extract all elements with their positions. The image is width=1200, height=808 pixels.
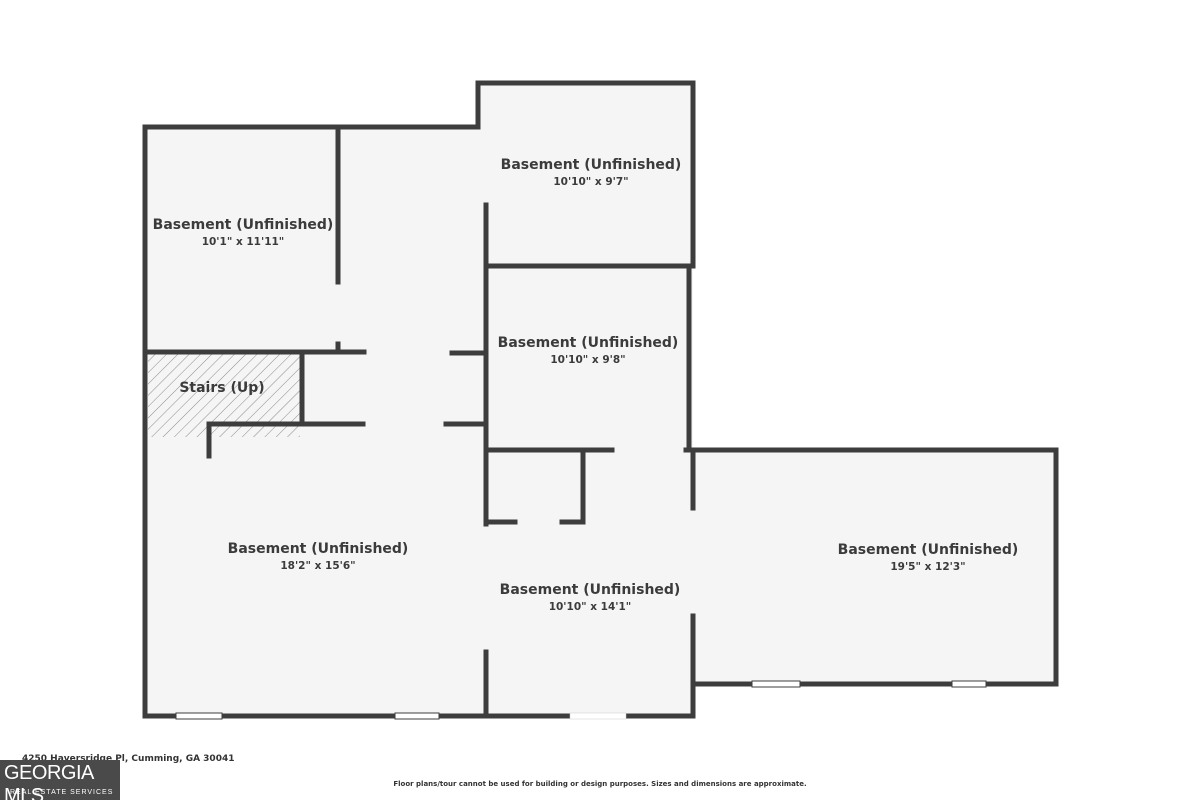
georgia-mls-logo: GEORGIA MLS REAL ESTATE SERVICES — [0, 760, 120, 807]
window — [751, 680, 801, 688]
door-opening — [569, 712, 627, 720]
windows — [175, 680, 987, 720]
room-name: Basement (Unfinished) — [500, 582, 681, 598]
room-dimensions: 10'1" x 11'11" — [202, 236, 285, 248]
room-name: Basement (Unfinished) — [228, 541, 409, 557]
window — [394, 712, 440, 720]
room-dimensions: 10'10" x 9'8" — [550, 354, 625, 366]
room-dimensions: 10'10" x 14'1" — [549, 601, 632, 613]
property-address: 4250 Haversridge Pl, Cumming, GA 30041 — [22, 754, 235, 764]
room-dimensions: 19'5" x 12'3" — [890, 561, 965, 573]
room-labels: Basement (Unfinished) 10'1" x 11'11" Bas… — [153, 157, 1019, 613]
room-name: Basement (Unfinished) — [501, 157, 682, 173]
stairs-label: Stairs (Up) — [179, 380, 264, 396]
room-dimensions: 10'10" x 9'7" — [553, 176, 628, 188]
room-dimensions: 18'2" x 15'6" — [280, 560, 355, 572]
logo-sub-text: REAL ESTATE SERVICES — [10, 789, 114, 796]
room-name: Basement (Unfinished) — [498, 335, 679, 351]
window — [951, 680, 987, 688]
room-name: Basement (Unfinished) — [838, 542, 1019, 558]
floor-area — [145, 83, 1056, 716]
walls — [142, 80, 1059, 719]
logo-main-text: GEORGIA MLS — [4, 762, 93, 807]
disclaimer-text: Floor plans/tour cannot be used for buil… — [393, 780, 807, 788]
room-name: Basement (Unfinished) — [153, 217, 334, 233]
window — [175, 712, 223, 720]
